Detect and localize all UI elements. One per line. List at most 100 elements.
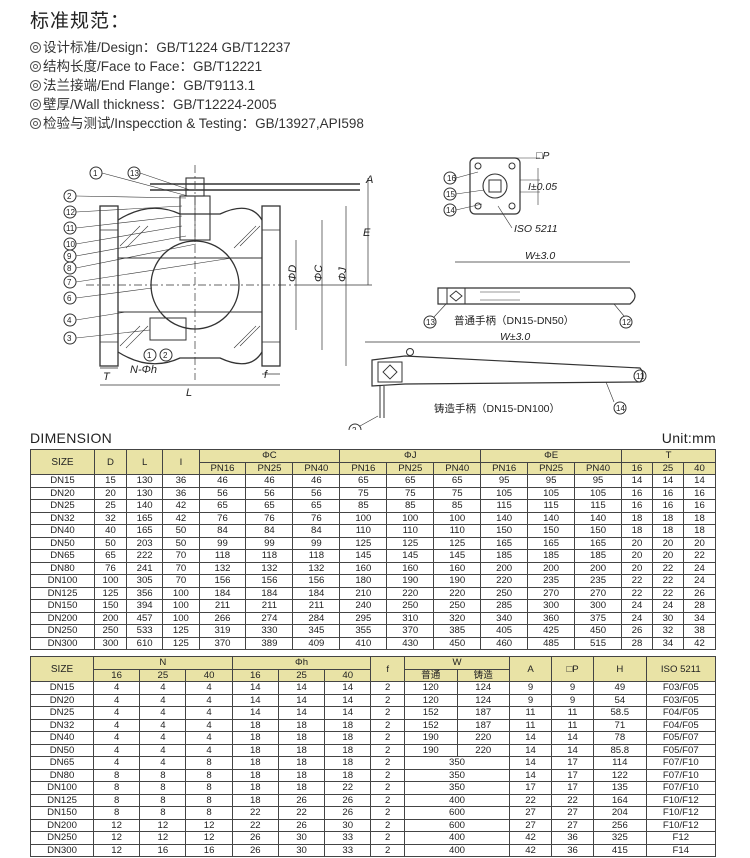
- svg-text:2: 2: [67, 192, 72, 201]
- standard-item: 法兰接端/End Flange：GB/T9113.1: [30, 76, 364, 95]
- table-cell: 145: [339, 549, 388, 563]
- sub-header: PN40: [292, 461, 341, 475]
- sub-header: PN25: [386, 461, 435, 475]
- table-cell: 26: [277, 818, 326, 832]
- handle-cast-label: 铸造手柄（DN15-DN100）: [434, 402, 560, 415]
- table-cell: 130: [125, 474, 164, 488]
- table-cell: 285: [480, 599, 529, 613]
- table-cell: 18: [277, 768, 326, 782]
- table-cell: 110: [386, 524, 435, 538]
- table-cell: 211: [292, 599, 341, 613]
- table-cell: 150: [480, 524, 529, 538]
- table-cell: 319: [198, 624, 247, 638]
- table-cell: 325: [593, 831, 647, 845]
- table-cell: 152: [404, 706, 458, 720]
- table-cell: 18: [682, 511, 717, 525]
- table-cell: 125: [433, 536, 482, 550]
- table-cell: 27: [551, 806, 595, 820]
- table-cell: 18: [277, 743, 326, 757]
- table-cell: 75: [339, 486, 388, 500]
- table-cell: 20: [621, 536, 653, 550]
- table-cell: 65: [386, 474, 435, 488]
- table-cell: 50: [94, 536, 127, 550]
- svg-text:14: 14: [446, 206, 455, 215]
- table-cell: 38: [682, 624, 717, 638]
- table-cell: F05/F07: [645, 731, 717, 745]
- table-cell: 4: [93, 706, 141, 720]
- table-cell: 165: [574, 536, 623, 550]
- table-cell: 17: [509, 781, 553, 795]
- table-cell: 100: [339, 511, 388, 525]
- table-cell: 274: [245, 611, 294, 625]
- table-cell: 600: [403, 818, 511, 832]
- table-cell: 350: [403, 781, 511, 795]
- table-cell: DN32: [30, 511, 95, 525]
- svg-text:11: 11: [66, 224, 75, 233]
- table-cell: 187: [456, 718, 511, 732]
- table-cell: 125: [386, 536, 435, 550]
- svg-text:12: 12: [622, 318, 631, 327]
- table-cell: 140: [527, 511, 576, 525]
- table-cell: 160: [339, 561, 388, 575]
- table-cell: 370: [386, 624, 435, 638]
- dim-label-i-tol: I±0.05: [528, 181, 557, 193]
- table-cell: 160: [386, 561, 435, 575]
- table-cell: 160: [433, 561, 482, 575]
- table-cell: 95: [574, 474, 623, 488]
- table-cell: 18: [277, 718, 326, 732]
- table-cell: 24: [682, 561, 717, 575]
- table-cell: 156: [198, 574, 247, 588]
- table-cell: 8: [185, 768, 233, 782]
- table-cell: 115: [527, 499, 576, 513]
- table-cell: 70: [162, 549, 200, 563]
- svg-text:9: 9: [67, 252, 72, 261]
- table-cell: 355: [339, 624, 388, 638]
- table-cell: 204: [593, 806, 647, 820]
- header-h: H: [593, 656, 647, 682]
- table-cell: 2: [370, 768, 405, 782]
- table-cell: 100: [94, 574, 127, 588]
- table-cell: 26: [231, 831, 279, 845]
- svg-text:1: 1: [147, 351, 152, 360]
- table-cell: 385: [433, 624, 482, 638]
- table-cell: 250: [433, 599, 482, 613]
- table-cell: 76: [94, 561, 127, 575]
- table-cell: 34: [682, 611, 717, 625]
- table-cell: 425: [527, 624, 576, 638]
- table-cell: 14: [651, 474, 684, 488]
- table-cell: 190: [433, 574, 482, 588]
- table-cell: 400: [403, 793, 511, 807]
- table-cell: 270: [574, 586, 623, 600]
- table-cell: 100: [433, 511, 482, 525]
- table-cell: 40: [94, 524, 127, 538]
- table-cell: 26: [324, 793, 372, 807]
- table-cell: 50: [162, 524, 200, 538]
- table-cell: 22: [682, 549, 717, 563]
- dim-label-iso5211: ISO 5211: [514, 223, 558, 235]
- table-cell: 18: [324, 768, 372, 782]
- table-cell: 110: [433, 524, 482, 538]
- table-cell: 18: [231, 768, 279, 782]
- table-cell: 4: [93, 718, 141, 732]
- table-cell: 124: [456, 681, 511, 695]
- table-cell: 8: [139, 781, 187, 795]
- table-cell: F12: [645, 831, 717, 845]
- table-cell: 150: [527, 524, 576, 538]
- dim-label-w-normal: W±3.0: [525, 250, 555, 262]
- table-cell: 410: [339, 636, 388, 650]
- table-cell: 85: [386, 499, 435, 513]
- table-cell: F10/F12: [645, 806, 717, 820]
- sub-header: 16: [621, 461, 653, 475]
- table-cell: 14: [551, 731, 595, 745]
- table-cell: 165: [125, 524, 164, 538]
- table-cell: 54: [593, 693, 647, 707]
- header-d: D: [94, 449, 127, 475]
